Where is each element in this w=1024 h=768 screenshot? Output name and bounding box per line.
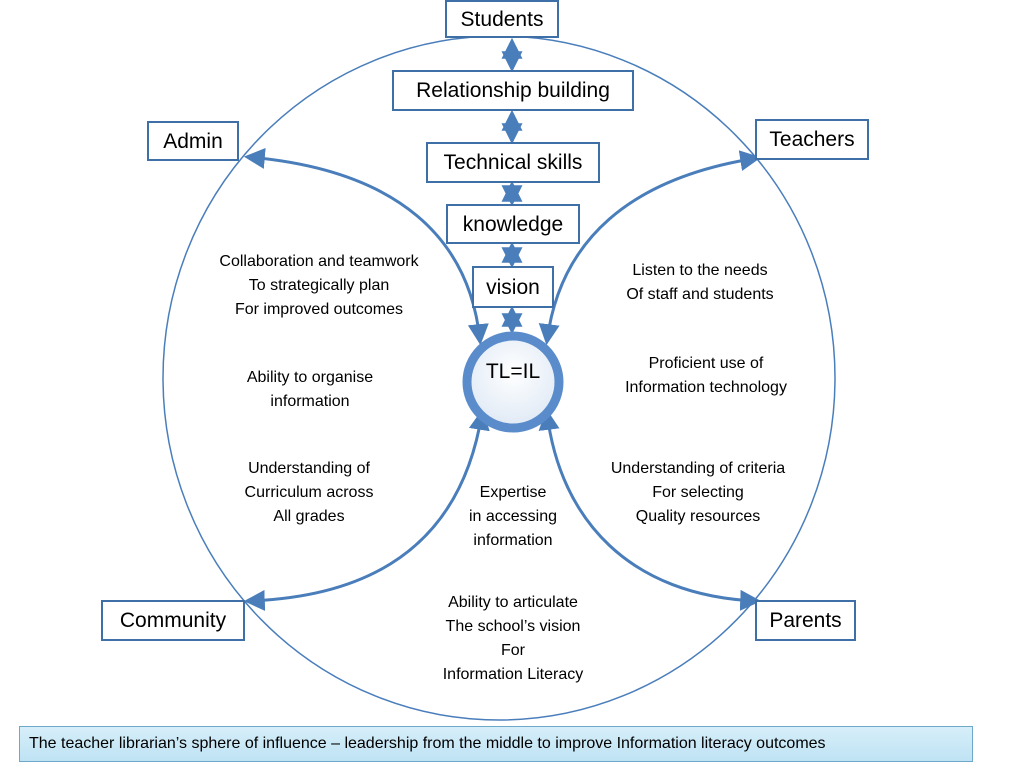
curriculum-line-1: Understanding of xyxy=(248,460,370,477)
arrow-parents xyxy=(538,408,762,611)
center-circle xyxy=(462,331,564,433)
arrow-community xyxy=(243,408,490,611)
vision-box: vision xyxy=(472,266,554,308)
parents-box: Parents xyxy=(755,600,856,641)
articulate-line-4: Information Literacy xyxy=(442,666,584,683)
articulate-text: Ability to articulate The school’s visio… xyxy=(413,591,613,687)
collaboration-line-2: To strategically plan xyxy=(248,277,390,294)
center-label: TL=IL xyxy=(485,360,541,383)
organise-line-1: Ability to organise xyxy=(246,369,374,386)
proficient-line-1: Proficient use of xyxy=(648,355,764,372)
curriculum-line-2: Curriculum across xyxy=(244,484,374,501)
listen-line-2: Of staff and students xyxy=(626,286,774,303)
expertise-text: Expertise in accessing information xyxy=(443,481,583,553)
criteria-line-2: For selecting xyxy=(652,484,744,501)
curriculum-line-3: All grades xyxy=(273,508,345,525)
collaboration-text: Collaboration and teamwork To strategica… xyxy=(199,250,439,322)
organise-text: Ability to organise information xyxy=(210,366,410,414)
organise-line-2: information xyxy=(270,393,350,410)
relationship-building-box: Relationship building xyxy=(392,70,634,111)
articulate-line-3: For xyxy=(501,642,525,659)
admin-box: Admin xyxy=(147,121,239,161)
proficient-line-2: Information technology xyxy=(625,379,787,396)
criteria-line-3: Quality resources xyxy=(635,508,761,525)
collaboration-line-3: For improved outcomes xyxy=(234,301,404,318)
collaboration-line-1: Collaboration and teamwork xyxy=(219,253,419,270)
curriculum-text: Understanding of Curriculum across All g… xyxy=(209,457,409,529)
community-box: Community xyxy=(101,600,245,641)
listen-text: Listen to the needs Of staff and student… xyxy=(590,259,810,307)
students-box: Students xyxy=(445,0,559,38)
knowledge-box: knowledge xyxy=(446,204,580,244)
articulate-line-1: Ability to articulate xyxy=(448,594,578,611)
expertise-line-1: Expertise xyxy=(479,484,547,501)
expertise-line-2: in accessing xyxy=(468,508,558,525)
proficient-text: Proficient use of Information technology xyxy=(596,352,816,400)
expertise-line-3: information xyxy=(473,532,553,549)
articulate-line-2: The school’s vision xyxy=(445,618,581,635)
technical-skills-box: Technical skills xyxy=(426,142,600,183)
criteria-line-1: Understanding of criteria xyxy=(610,460,786,477)
teachers-box: Teachers xyxy=(755,119,869,160)
criteria-text: Understanding of criteria For selecting … xyxy=(583,457,813,529)
caption-banner: The teacher librarian’s sphere of influe… xyxy=(19,726,973,762)
arrow-teachers xyxy=(538,150,762,346)
listen-line-1: Listen to the needs xyxy=(632,262,768,279)
